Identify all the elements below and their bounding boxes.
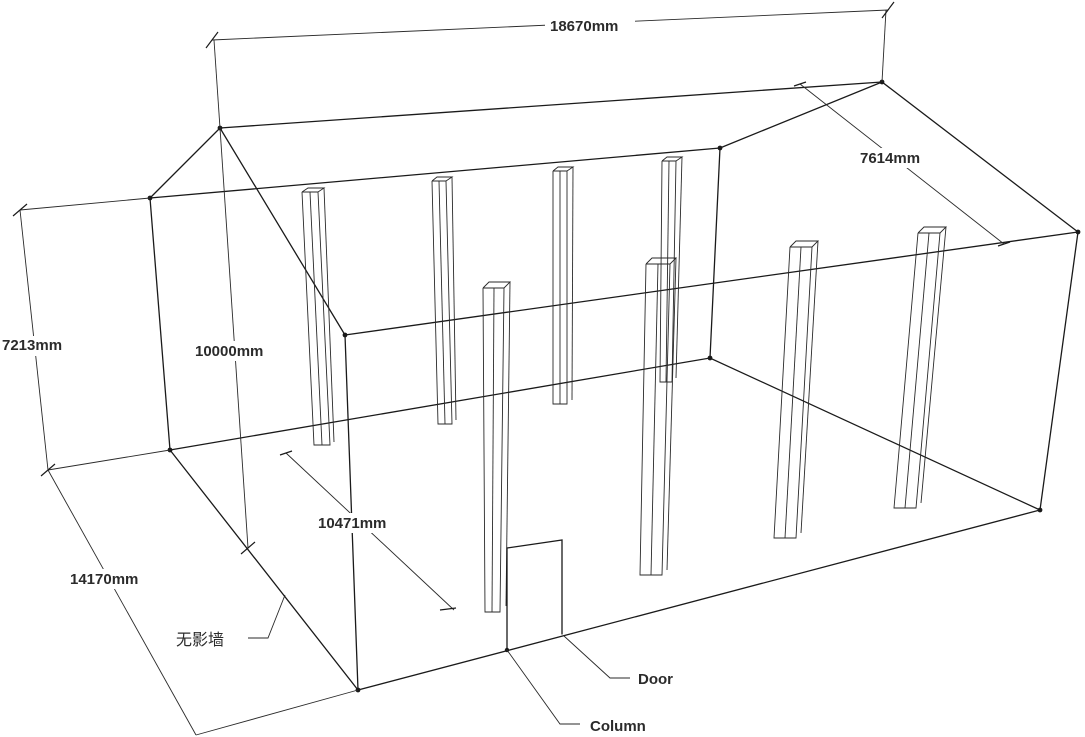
column-1 xyxy=(301,187,335,446)
eave-back xyxy=(149,147,721,199)
leader-wall xyxy=(248,594,286,639)
label-length: 18670mm xyxy=(550,18,618,35)
callout-labels: 无影墙 Door Column xyxy=(176,630,673,735)
eave-front xyxy=(344,231,1079,336)
column-6 xyxy=(639,257,678,576)
dim-line-depth xyxy=(47,469,197,736)
dimension-labels: 18670mm 7614mm 7213mm 10000mm 10471mm 14… xyxy=(0,16,936,589)
label-column: Column xyxy=(590,718,646,735)
label-eave-height: 7213mm xyxy=(2,337,62,354)
dim-line-ridge-height xyxy=(219,127,249,549)
floor-outline xyxy=(169,357,1042,691)
column-7 xyxy=(773,240,820,539)
column-4 xyxy=(659,156,684,383)
column-3 xyxy=(552,166,575,405)
label-wall: 无影墙 xyxy=(176,630,224,649)
corner-front-left xyxy=(344,334,359,691)
leader-column xyxy=(506,649,580,725)
label-door: Door xyxy=(638,671,673,688)
door-frame xyxy=(506,539,563,651)
dimension-lines xyxy=(12,1,1011,736)
label-ridge-height: 10000mm xyxy=(195,343,263,360)
corner-back-right xyxy=(709,147,721,359)
column-2 xyxy=(431,176,457,425)
label-diagonal: 10471mm xyxy=(318,515,386,532)
label-depth: 14170mm xyxy=(70,571,138,588)
column-8 xyxy=(893,226,948,509)
label-roof-slope: 7614mm xyxy=(860,150,920,167)
corner-back-left xyxy=(149,197,171,451)
columns xyxy=(301,156,948,613)
leader-door xyxy=(563,635,630,679)
corner-front-right xyxy=(1039,231,1079,511)
leader-lines xyxy=(248,594,630,725)
column-5 xyxy=(482,281,512,613)
ridge-line xyxy=(219,81,883,129)
building-frame xyxy=(147,79,1081,693)
